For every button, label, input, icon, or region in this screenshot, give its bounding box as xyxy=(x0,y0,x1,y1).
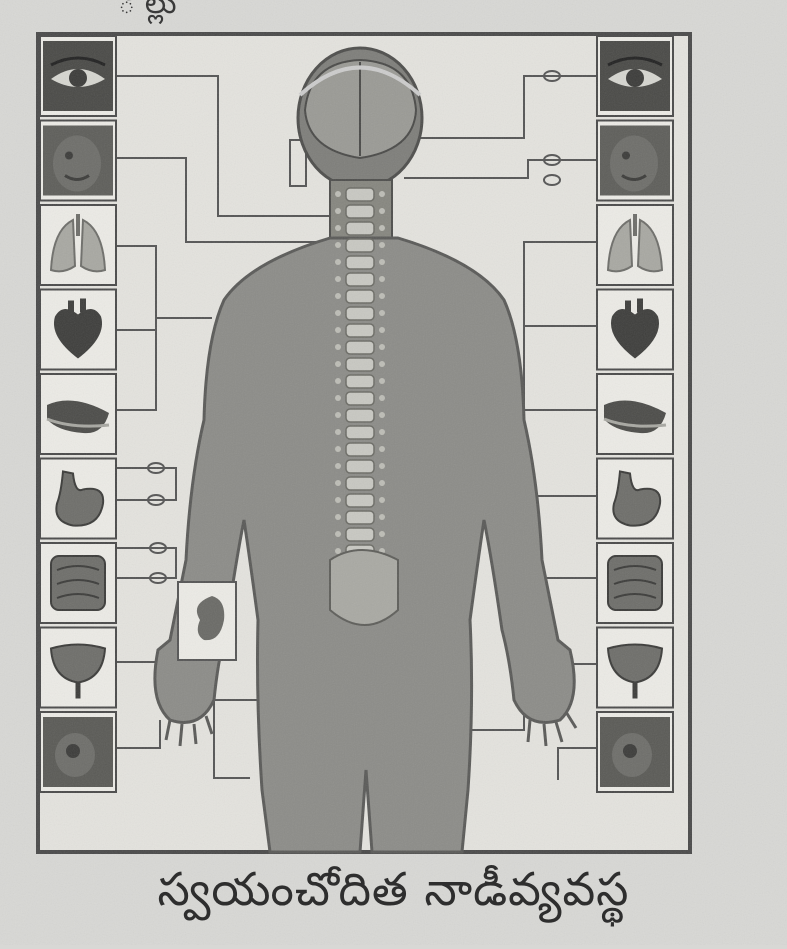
eye-icon xyxy=(600,41,670,111)
left-organ-panel-heart xyxy=(40,290,116,370)
vertebra xyxy=(346,409,374,422)
vertebra xyxy=(346,494,374,507)
vertebra xyxy=(346,511,374,524)
left-organ-panel-eye xyxy=(40,36,116,116)
vertebra xyxy=(346,205,374,218)
vertebra xyxy=(346,324,374,337)
left-organ-panel-stomach xyxy=(40,459,116,539)
vertebra xyxy=(346,239,374,252)
left-organ-panel-liver xyxy=(40,374,116,454)
left-organ-panel-intestine xyxy=(40,543,116,623)
vertebra xyxy=(346,222,374,235)
right-organ-column xyxy=(597,36,673,792)
right-organ-panel-genitals xyxy=(597,712,673,792)
right-organ-panel-stomach xyxy=(597,459,673,539)
left-organ-panel-genitals xyxy=(40,712,116,792)
genital-organ-icon xyxy=(43,717,113,787)
vertebra xyxy=(346,188,374,201)
sacrum xyxy=(330,550,398,625)
left-organ-column xyxy=(40,36,116,792)
vertebra xyxy=(346,392,374,405)
vertebra xyxy=(346,290,374,303)
header-text-fragment: ే ల్లు xyxy=(118,0,177,28)
vertebra xyxy=(346,426,374,439)
vertebra xyxy=(346,341,374,354)
right-organ-panel-bladder xyxy=(597,628,673,708)
right-organ-panel-eye xyxy=(597,36,673,116)
vertebra xyxy=(346,460,374,473)
right-organ-panel-lungs xyxy=(597,205,673,285)
intestine-icon xyxy=(608,556,662,610)
eye-icon xyxy=(43,41,113,111)
vertebra xyxy=(346,307,374,320)
genital-organ-icon xyxy=(600,717,670,787)
intestine-icon xyxy=(51,556,105,610)
left-organ-panel-lungs xyxy=(40,205,116,285)
face-icon xyxy=(43,126,113,196)
vertebra xyxy=(346,477,374,490)
right-organ-panel-face xyxy=(597,121,673,201)
vertebra xyxy=(346,528,374,541)
right-organ-panel-intestine xyxy=(597,543,673,623)
left-organ-panel-bladder xyxy=(40,628,116,708)
right-organ-panel-liver xyxy=(597,374,673,454)
right-organ-panel-heart xyxy=(597,290,673,370)
vertebra xyxy=(346,256,374,269)
vertebra xyxy=(346,273,374,286)
diagram-caption: స్వయంచోదిత నాడీవ్యవస్థ xyxy=(0,862,787,928)
vertebra xyxy=(346,443,374,456)
left-organ-panel-face xyxy=(40,121,116,201)
face-icon xyxy=(600,126,670,196)
vertebra xyxy=(346,358,374,371)
vertebra xyxy=(346,375,374,388)
